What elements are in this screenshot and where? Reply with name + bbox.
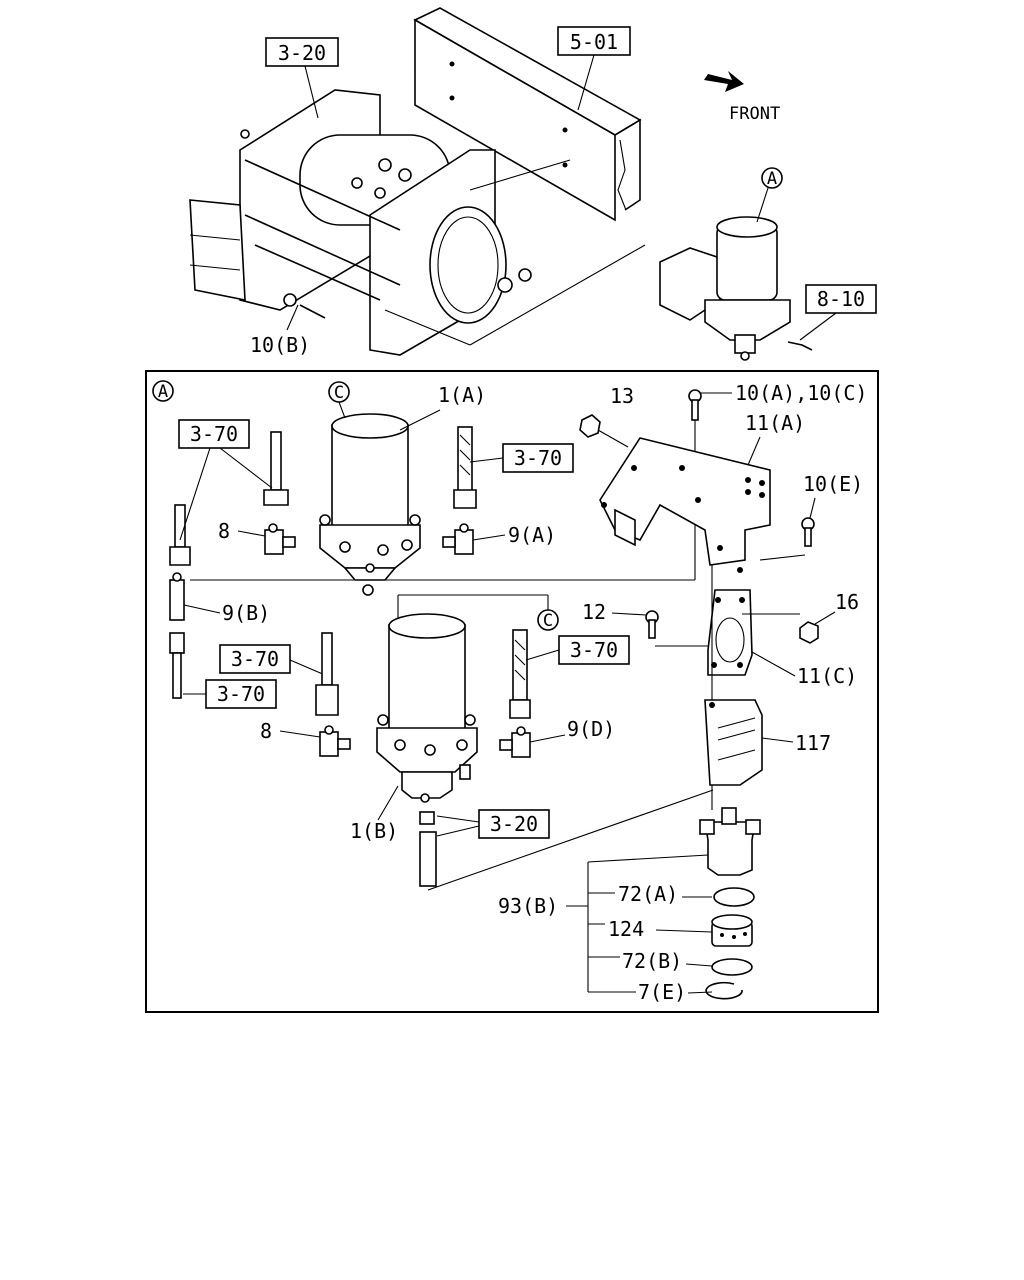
svg-text:7(E): 7(E)	[638, 980, 686, 1004]
svg-text:A: A	[767, 169, 777, 189]
front-direction-indicator: FRONT	[704, 71, 780, 124]
bracket-11a: 11(A)	[599, 411, 805, 573]
ref-3-70-b: 3-70	[469, 443, 574, 473]
connection-lines	[190, 410, 696, 622]
svg-text:16: 16	[835, 590, 859, 614]
svg-text:3-20: 3-20	[490, 812, 538, 836]
svg-text:72(A): 72(A)	[618, 882, 678, 906]
bolt-10e: 10(E)	[759, 472, 863, 561]
svg-text:3-20: 3-20	[278, 41, 326, 65]
bracket-11c: 11(C)	[707, 589, 857, 688]
top-assembly-view: 3-20 5-01 FRONT 10(B) A	[189, 7, 877, 361]
nut-16: 16	[799, 590, 859, 644]
svg-text:C: C	[543, 611, 553, 631]
svg-text:8: 8	[260, 719, 272, 743]
svg-text:9(A): 9(A)	[508, 523, 556, 547]
svg-text:11(C): 11(C)	[797, 664, 857, 688]
ref-harness-label: 8-10	[799, 284, 877, 341]
front-arrow-icon	[704, 71, 744, 92]
ref-chassis-label: 5-01	[557, 26, 631, 111]
svg-text:8-10: 8-10	[817, 287, 865, 311]
fitting-9d: 9(D)	[499, 717, 615, 758]
svg-text:1(A): 1(A)	[438, 383, 486, 407]
svg-text:13: 13	[610, 384, 634, 408]
element-124: 124	[588, 914, 753, 947]
svg-text:10(A),10(C): 10(A),10(C)	[735, 381, 867, 405]
ref-3-70-e: 3-70	[525, 635, 630, 665]
svg-text:93(B): 93(B)	[498, 894, 558, 918]
snap-ring-7e: 7(E)	[588, 980, 743, 1004]
lower-hoses	[315, 629, 531, 719]
svg-text:1(B): 1(B)	[350, 819, 398, 843]
svg-text:10(E): 10(E)	[803, 472, 863, 496]
air-dryer-1a: C 1(A)	[319, 381, 486, 596]
svg-text:A: A	[158, 382, 168, 402]
ref-3-70-a: 3-70	[178, 419, 273, 541]
top-air-dryer-assembly: A	[659, 167, 813, 361]
svg-text:124: 124	[608, 917, 644, 941]
cover-117: 117	[704, 699, 831, 786]
svg-text:9(D): 9(D)	[567, 717, 615, 741]
svg-text:3-70: 3-70	[217, 682, 265, 706]
air-dryer-1b: 1(B)	[350, 613, 478, 843]
fitting-8-lower: 8	[260, 719, 351, 757]
svg-text:3-70: 3-70	[231, 647, 279, 671]
detail-a-view: A C 1(A)	[152, 380, 867, 1004]
nut-13: 13	[579, 384, 634, 448]
fitting-8-upper: 8	[218, 519, 296, 555]
screen-72a: 72(A)	[588, 882, 755, 907]
svg-text:5-01: 5-01	[570, 30, 618, 54]
svg-text:FRONT: FRONT	[729, 104, 780, 124]
svg-text:3-70: 3-70	[190, 422, 238, 446]
svg-text:3-70: 3-70	[570, 638, 618, 662]
svg-text:11(A): 11(A)	[745, 411, 805, 435]
svg-text:72(B): 72(B)	[622, 949, 682, 973]
ref-3-70-c: 3-70	[219, 644, 326, 676]
silencer-93b: 93(B)	[498, 807, 761, 992]
detail-a-frame	[145, 370, 879, 1013]
ref-3-70-d: 3-70	[183, 679, 277, 709]
ref-frame-label: 3-20	[265, 37, 339, 119]
bolt-10b: 10(B)	[250, 304, 310, 357]
screen-72b: 72(B)	[588, 949, 753, 976]
detail-a-marker: A	[152, 380, 174, 402]
svg-text:8: 8	[218, 519, 230, 543]
svg-text:12: 12	[582, 600, 606, 624]
bolt-10a-10c: 10(A),10(C)	[688, 381, 867, 421]
svg-text:3-70: 3-70	[514, 446, 562, 470]
ref-3-20-detail: 3-20	[419, 789, 714, 891]
fitting-9b: 9(B)	[169, 572, 270, 699]
chassis-rail	[413, 7, 642, 222]
bolt-12: 12	[582, 600, 708, 647]
fitting-9a: 9(A)	[442, 523, 556, 555]
detail-c-marker: C	[537, 609, 559, 631]
upper-hoses	[169, 426, 477, 566]
svg-text:117: 117	[795, 731, 831, 755]
svg-text:10(B): 10(B)	[250, 333, 310, 357]
air-tank-frame	[189, 89, 646, 356]
svg-text:C: C	[334, 383, 344, 403]
svg-text:9(B): 9(B)	[222, 601, 270, 625]
